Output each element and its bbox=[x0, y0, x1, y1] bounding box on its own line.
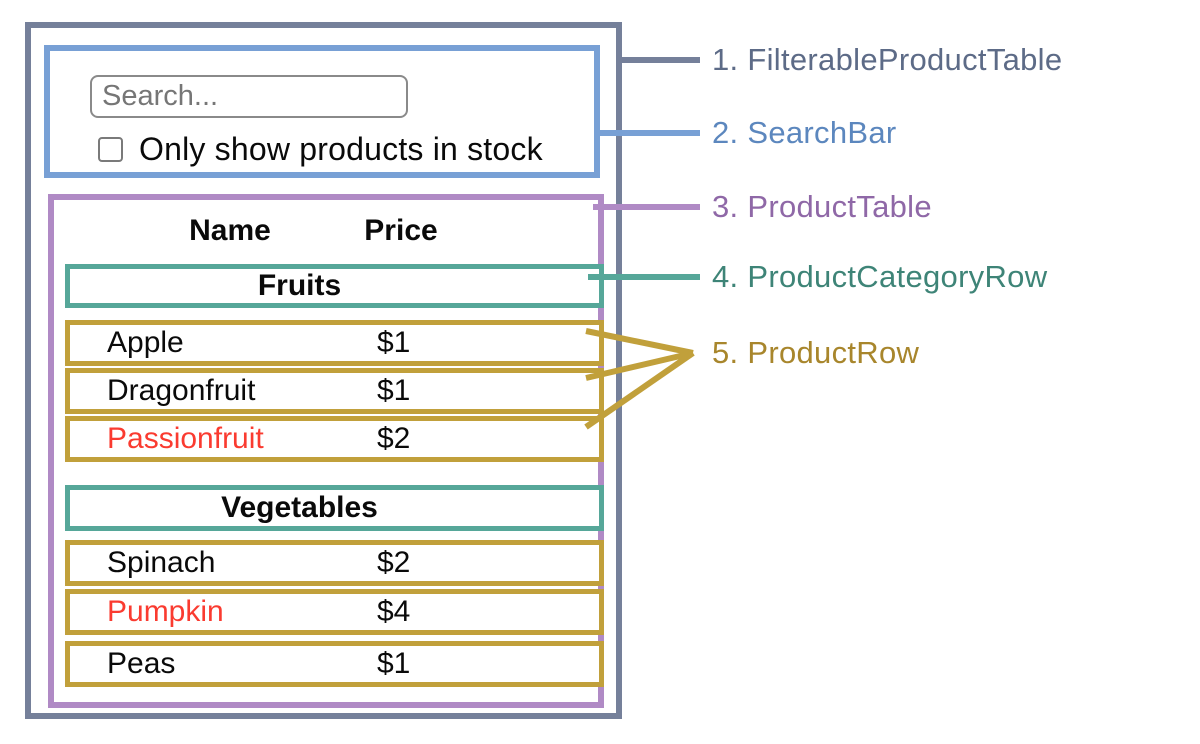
in-stock-filter: Only show products in stock bbox=[98, 131, 543, 168]
product-name-out-of-stock: Pumpkin bbox=[107, 595, 224, 628]
product-price: $2 bbox=[377, 546, 411, 579]
product-row: Apple $1 bbox=[65, 320, 604, 366]
product-row: Spinach $2 bbox=[65, 540, 604, 586]
product-name: Spinach bbox=[107, 546, 216, 579]
column-header-price: Price bbox=[364, 214, 438, 247]
category-row-vegetables: Vegetables bbox=[65, 485, 604, 531]
legend-product-table: 3. ProductTable bbox=[712, 189, 932, 224]
product-table-box: Name Price Fruits Apple $1 Dragonfruit $… bbox=[48, 194, 604, 708]
product-row: Pumpkin $4 bbox=[65, 589, 604, 635]
product-price: $1 bbox=[377, 647, 411, 680]
legend-search-bar: 2. SearchBar bbox=[712, 115, 897, 150]
product-name: Dragonfruit bbox=[107, 374, 256, 407]
product-price: $4 bbox=[377, 595, 411, 628]
product-name-out-of-stock: Passionfruit bbox=[107, 422, 264, 455]
column-header-name: Name bbox=[189, 214, 271, 247]
filterable-product-table-box: Only show products in stock Name Price F… bbox=[25, 22, 622, 719]
product-name: Apple bbox=[107, 326, 184, 359]
in-stock-checkbox[interactable] bbox=[98, 137, 123, 162]
search-bar-box: Only show products in stock bbox=[44, 45, 600, 178]
legend-product-row: 5. ProductRow bbox=[712, 335, 920, 370]
product-price: $1 bbox=[377, 374, 411, 407]
product-price: $2 bbox=[377, 422, 411, 455]
product-row: Passionfruit $2 bbox=[65, 416, 604, 462]
product-row: Peas $1 bbox=[65, 641, 604, 687]
search-input[interactable] bbox=[90, 75, 408, 118]
legend-filterable-product-table: 1. FilterableProductTable bbox=[712, 42, 1063, 77]
legend-product-category-row: 4. ProductCategoryRow bbox=[712, 259, 1048, 294]
product-name: Peas bbox=[107, 647, 176, 680]
in-stock-checkbox-label: Only show products in stock bbox=[139, 131, 543, 167]
product-price: $1 bbox=[377, 326, 411, 359]
product-row: Dragonfruit $1 bbox=[65, 368, 604, 414]
category-row-fruits: Fruits bbox=[65, 264, 604, 308]
